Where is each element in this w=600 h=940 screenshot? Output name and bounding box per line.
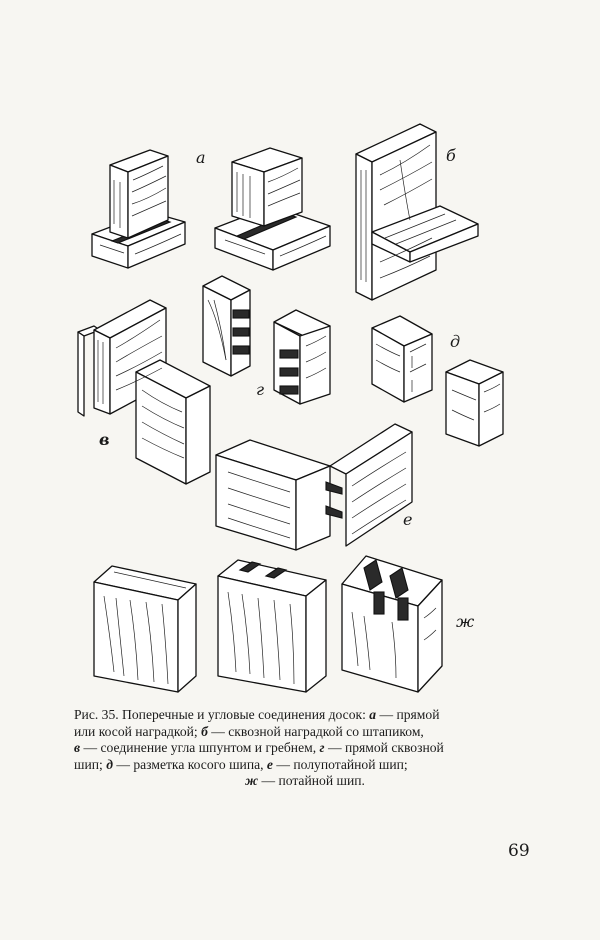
caption-text: шип; xyxy=(74,756,107,772)
caption-line-4: шип; д — разметка косого шипа, е — полуп… xyxy=(74,757,536,774)
joint-b xyxy=(355,123,479,301)
caption-letter-g: г xyxy=(319,740,325,755)
joint-a-right xyxy=(214,147,331,271)
caption-text: — соединение угла шпунтом и гребнем, xyxy=(80,740,320,755)
caption-line-1: Рис. 35. Поперечные и угловые соединения… xyxy=(74,707,536,724)
caption-text: Рис. 35. Поперечные и угловые соединения… xyxy=(74,707,370,722)
caption-line-5: ж — потайной шип. xyxy=(74,773,536,790)
label-zh: ж xyxy=(456,612,475,631)
caption-letter-a: а xyxy=(369,707,377,722)
joint-zh-3 xyxy=(341,555,443,693)
caption-letter-e: е xyxy=(266,756,273,772)
caption-text: — прямой xyxy=(376,707,440,722)
caption-line-2: или косой наградкой; б — сквозной наград… xyxy=(74,724,536,741)
joint-a-left xyxy=(91,149,186,269)
page-number: 69 xyxy=(508,841,530,861)
joint-zh-2 xyxy=(217,559,327,693)
joint-e xyxy=(215,423,413,551)
wood-joints-figure xyxy=(77,123,504,693)
joint-d xyxy=(371,315,504,447)
label-a: а xyxy=(196,148,206,167)
caption-text: — сквозной наградкой со штапиком, xyxy=(207,723,424,739)
caption-letter-b: б xyxy=(201,723,208,739)
label-g: г xyxy=(256,380,265,399)
caption-text: — полупотайной шип; xyxy=(272,756,408,772)
caption-letter-v: в xyxy=(74,740,81,755)
caption-text: — потайной шип. xyxy=(258,773,365,788)
joint-zh-1 xyxy=(93,565,197,693)
caption-text: — разметка косого шипа, xyxy=(112,756,267,772)
caption-text: — прямой сквозной xyxy=(324,740,444,755)
label-v: в xyxy=(99,430,110,449)
caption-line-3: в — соединение угла шпунтом и гребнем, г… xyxy=(74,740,536,757)
label-b: б xyxy=(446,146,456,165)
label-d: д xyxy=(450,332,461,351)
joint-v xyxy=(77,299,211,485)
label-e: е xyxy=(403,510,413,529)
caption-letter-d: д xyxy=(106,756,113,772)
figure-caption: Рис. 35. Поперечные и угловые соединения… xyxy=(74,707,536,790)
joint-g xyxy=(202,275,331,405)
caption-letter-zh: ж xyxy=(245,773,259,788)
caption-text: или косой наградкой; xyxy=(74,723,202,739)
